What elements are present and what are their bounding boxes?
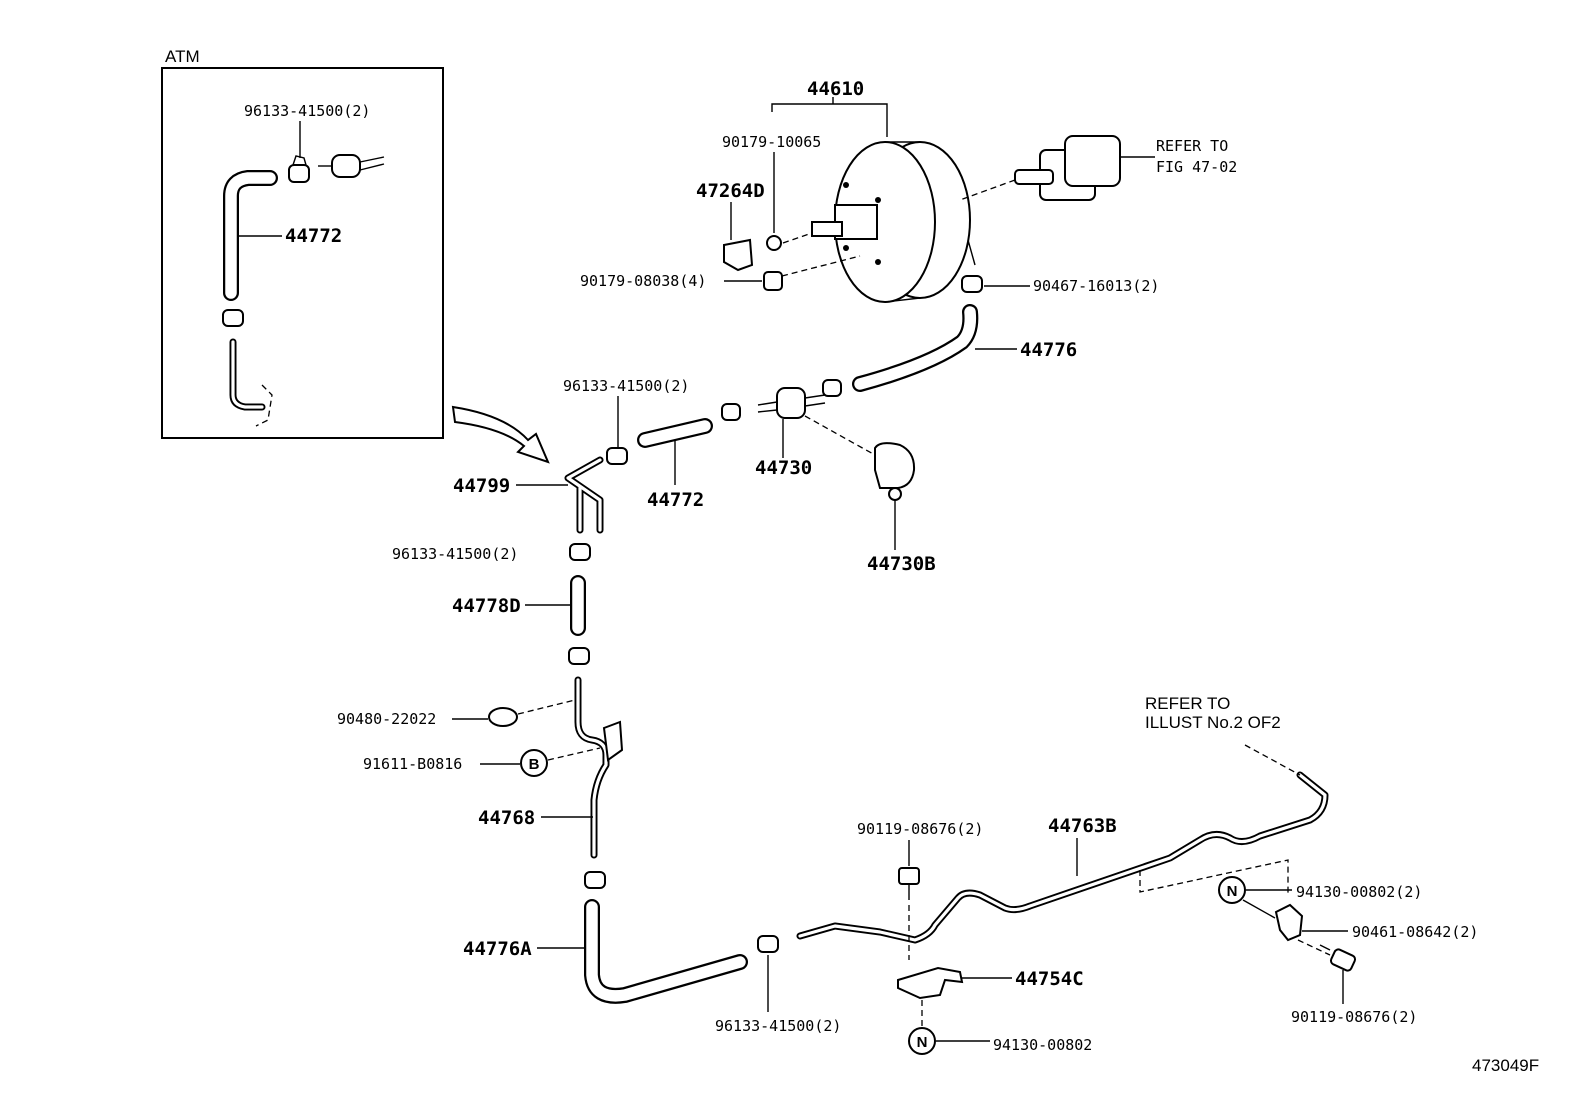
label-94130-bottom: 94130-00802 [993,1036,1092,1054]
label-90119-right: 90119-08676(2) [1291,1008,1417,1026]
clip-44768-bottom [584,871,606,889]
master-cylinder [959,135,1121,201]
inset-check-valve [318,154,385,178]
nut-part [763,271,783,291]
check-valve-44730 [757,387,826,419]
label-44776A: 44776A [463,938,532,960]
refer-fig-line2: FIG 47-02 [1156,158,1237,176]
pipe-44763B [796,771,1329,944]
hose-44772 [637,418,713,448]
marker-n-bottom [908,1027,936,1055]
clevis-part [723,238,754,272]
bracket-44754C [897,966,964,1000]
label-47264D: 47264D [696,180,765,202]
label-91611-B0816: 91611-B0816 [363,755,462,773]
label-96133-middle: 96133-41500(2) [392,545,518,563]
label-44778D: 44778D [452,595,521,617]
clip-96133-middle [569,543,591,561]
brake-booster-44610 [811,141,976,303]
label-44610: 44610 [807,78,864,100]
refer-fig-line1: REFER TO [1156,137,1228,155]
marker-n-right [1218,876,1246,904]
clip-lower-hose [568,647,590,665]
inset-clip [288,155,310,183]
inset-pipe-stub [229,338,273,427]
bolt-90119-right [1319,944,1357,972]
label-96133-upper: 96133-41500(2) [563,377,689,395]
clamp-90461 [1274,903,1304,942]
inset-hose-label: 44772 [285,225,342,247]
diagram-code: 473049F [1472,1056,1539,1075]
inset-clip-label: 96133-41500(2) [244,102,370,120]
direction-arrow [451,405,550,464]
label-44754C: 44754C [1015,968,1084,990]
label-90461-08642: 90461-08642(2) [1352,923,1478,941]
label-44730: 44730 [755,457,812,479]
clip-96133-upper [606,447,628,465]
pipe-44768 [574,676,624,859]
hose-44776 [852,304,979,392]
label-44730B: 44730B [867,553,936,575]
label-44768: 44768 [478,807,535,829]
clip-valve-left [721,403,741,421]
clip-90467 [961,275,983,293]
bolt-90119-left [898,867,920,900]
atm-inset: ATM 96133-41500(2) 44772 [161,47,444,439]
clip-valve-right [822,379,842,397]
union-44799 [564,456,604,534]
refer-illust-line2: ILLUST No.2 OF2 [1145,713,1281,732]
label-44763B: 44763B [1048,815,1117,837]
label-96133-bottom: 96133-41500(2) [715,1017,841,1035]
marker-n-right-text: N [1227,883,1238,900]
marker-b-text: B [529,756,540,773]
label-94130-right: 94130-00802(2) [1296,883,1422,901]
marker-n-bottom-text: N [917,1034,928,1051]
marker-b [520,749,548,777]
inset-frame [161,67,444,439]
label-44799: 44799 [453,475,510,497]
refer-illust-line1: REFER TO [1145,694,1230,713]
inset-title: ATM [165,47,200,66]
grommet-part [488,707,518,727]
label-90467-16013: 90467-16013(2) [1033,277,1159,295]
clip-96133-bottom [757,935,779,953]
valve-clamp-44730B [874,442,916,501]
label-90179-08038: 90179-08038(4) [580,272,706,290]
pin-part [766,235,782,251]
label-90480-22022: 90480-22022 [337,710,436,728]
label-44772: 44772 [647,489,704,511]
label-90119-left: 90119-08676(2) [857,820,983,838]
label-90179-10065: 90179-10065 [722,133,821,151]
inset-hose-44772 [223,170,278,301]
label-44776: 44776 [1020,339,1077,361]
hose-44776A [584,899,748,1004]
